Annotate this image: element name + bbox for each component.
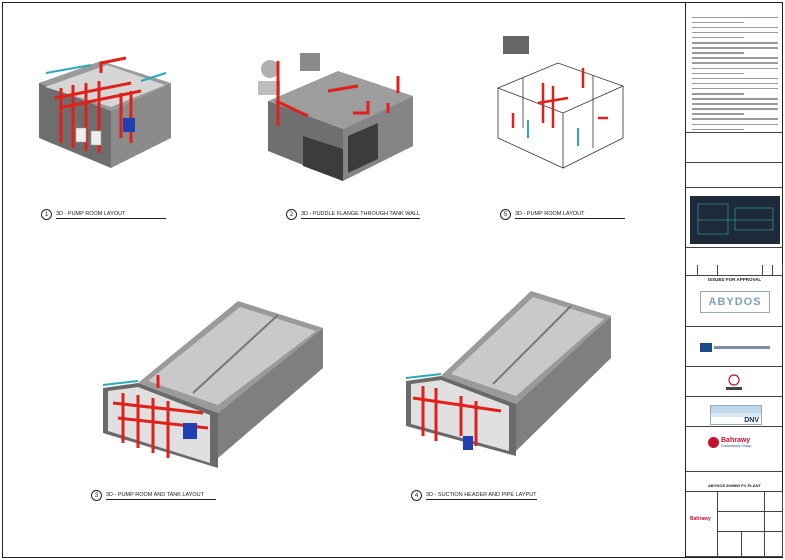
view-5-pump-room [483,28,633,178]
revision-table [686,248,783,276]
view-2-puddle-flange [248,41,428,186]
key-plan [686,188,783,248]
project-name: ABYDOS 500MW PV PLANT [708,483,761,488]
consultant-logo: DNV [710,405,762,425]
epc-logo [700,343,770,352]
epc-section [686,327,783,367]
consultant-name: DNV [744,417,759,424]
drawing-area: 1 3D - PUMP ROOM LAYOUT 2 3D - [3,3,683,557]
issue-status: ISSUED FOR APPROVAL [707,277,762,282]
view-3-pump-room-tank [98,293,328,483]
drawing-info-table: Bahrawy [686,492,783,557]
view-5-caption: 5 3D - PUMP ROOM LAYOUT [500,209,625,220]
owner-logo: ABYDOS [700,291,770,313]
designer-name: Bahrawy [721,437,751,444]
view-number: 3 [91,490,102,501]
view-number: 1 [41,209,52,220]
owner-section: ABYDOS [686,285,783,327]
consultant-section: DNV [686,397,783,427]
designer-logo: Bahrawy Consultancy Group [708,437,751,448]
view-title: 3D - PUMP ROOM LAYOUT [56,211,166,219]
subcontractor-logo [726,374,742,390]
designer-subtitle: Consultancy Group [721,444,751,448]
view-3-caption: 3 3D - PUMP ROOM AND TANK LAYOUT [91,490,216,501]
view-4-suction-header [401,286,616,476]
footer-designer-logo: Bahrawy [690,516,711,522]
view-title: 3D - PUDDLE FLANGE THROUGH TANK WALL [301,210,420,219]
view-number: 2 [286,209,297,220]
key-plan-header [686,163,783,188]
general-notes [686,3,783,133]
view-1-pump-room [31,43,176,173]
view-number: 5 [500,209,511,220]
view-title: 3D - SUCTION HEADER AND PIPE LAYPUT [426,491,537,500]
subcontractor-section [686,367,783,397]
designer-logo-mark [708,437,719,448]
project-section: ABYDOS 500MW PV PLANT [686,472,783,492]
view-1-caption: 1 3D - PUMP ROOM LAYOUT [41,209,166,220]
view-title: 3D - PUMP ROOM AND TANK LAYOUT [106,492,216,500]
legend-section [686,133,783,163]
title-block: ISSUED FOR APPROVAL ABYDOS DNV Bahrawy C… [685,3,783,557]
view-title: 3D - PUMP ROOM LAYOUT [515,211,625,219]
view-4-caption: 4 3D - SUCTION HEADER AND PIPE LAYPUT [411,490,537,501]
designer-section: Bahrawy Consultancy Group [686,427,783,472]
view-number: 4 [411,490,422,501]
view-2-caption: 2 3D - PUDDLE FLANGE THROUGH TANK WALL [286,209,420,220]
key-plan-thumbnail [690,196,780,244]
